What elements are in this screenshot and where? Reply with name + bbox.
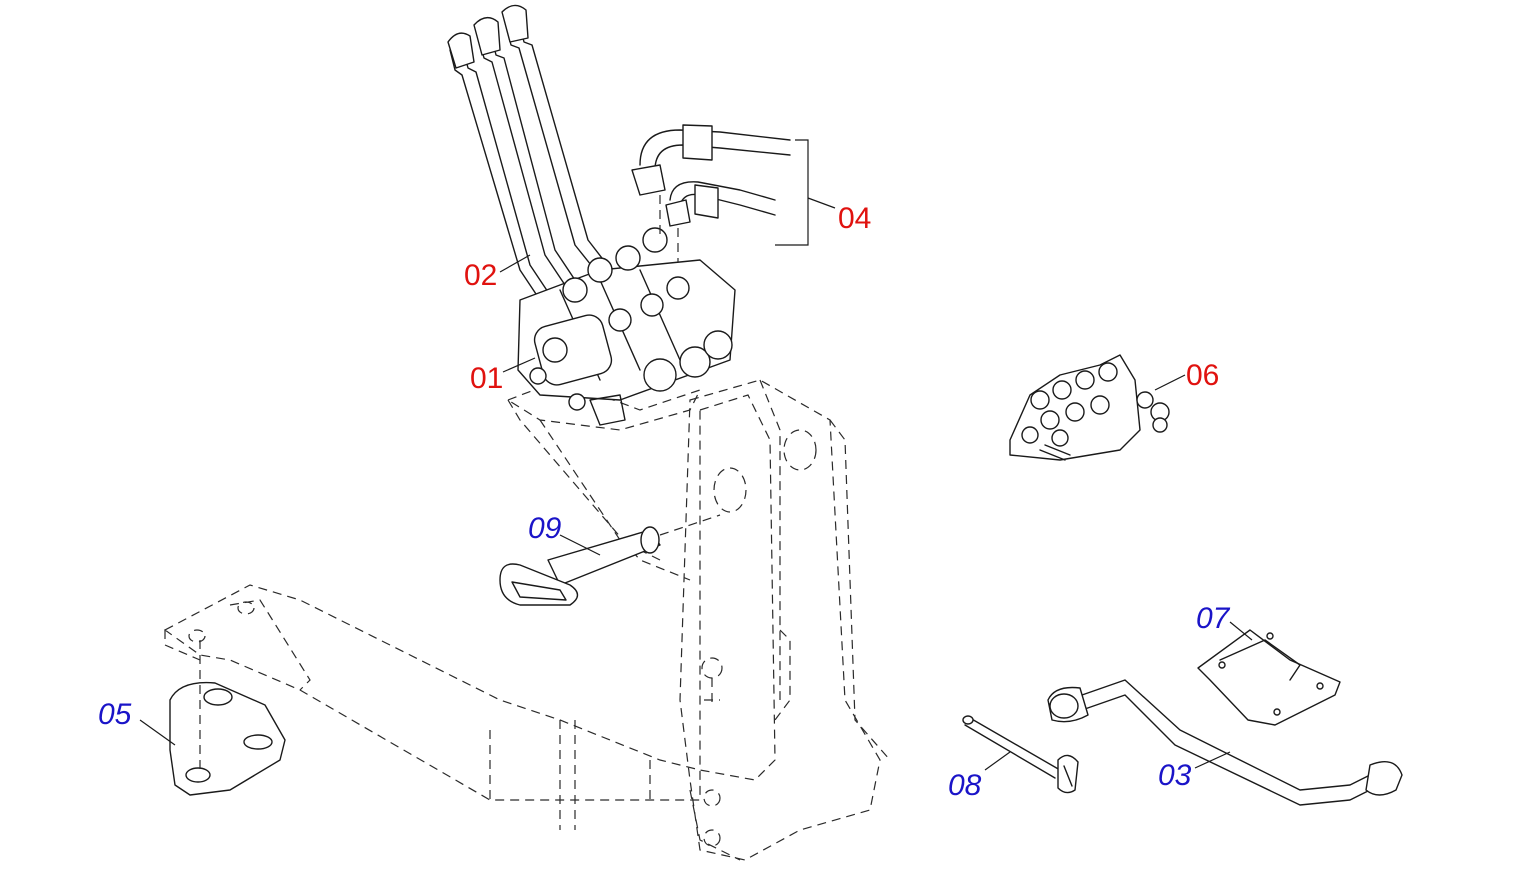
callout-08: 08 [948, 769, 982, 802]
leader-lines [139, 197, 1253, 771]
hardware-kit [1009, 354, 1170, 461]
pivot-pin [499, 514, 721, 606]
mounting-bracket [169, 640, 286, 796]
callout-04: 04 [838, 202, 871, 235]
wrench-tool [1047, 679, 1403, 806]
callout-07: 07 [1196, 602, 1231, 635]
hydraulic-hoses [631, 124, 809, 262]
callout-06: 06 [1186, 359, 1219, 392]
callout-01: 01 [470, 362, 503, 395]
small-bracket [1197, 629, 1341, 726]
control-levers [447, 4, 606, 301]
callout-05: 05 [98, 698, 132, 731]
callout-02: 02 [464, 259, 497, 292]
callout-09: 09 [528, 512, 562, 545]
loader-frame-ghost [163, 379, 891, 861]
hydraulic-valve-block [517, 227, 736, 426]
lynch-pin [962, 715, 1079, 794]
callout-03: 03 [1158, 759, 1192, 792]
